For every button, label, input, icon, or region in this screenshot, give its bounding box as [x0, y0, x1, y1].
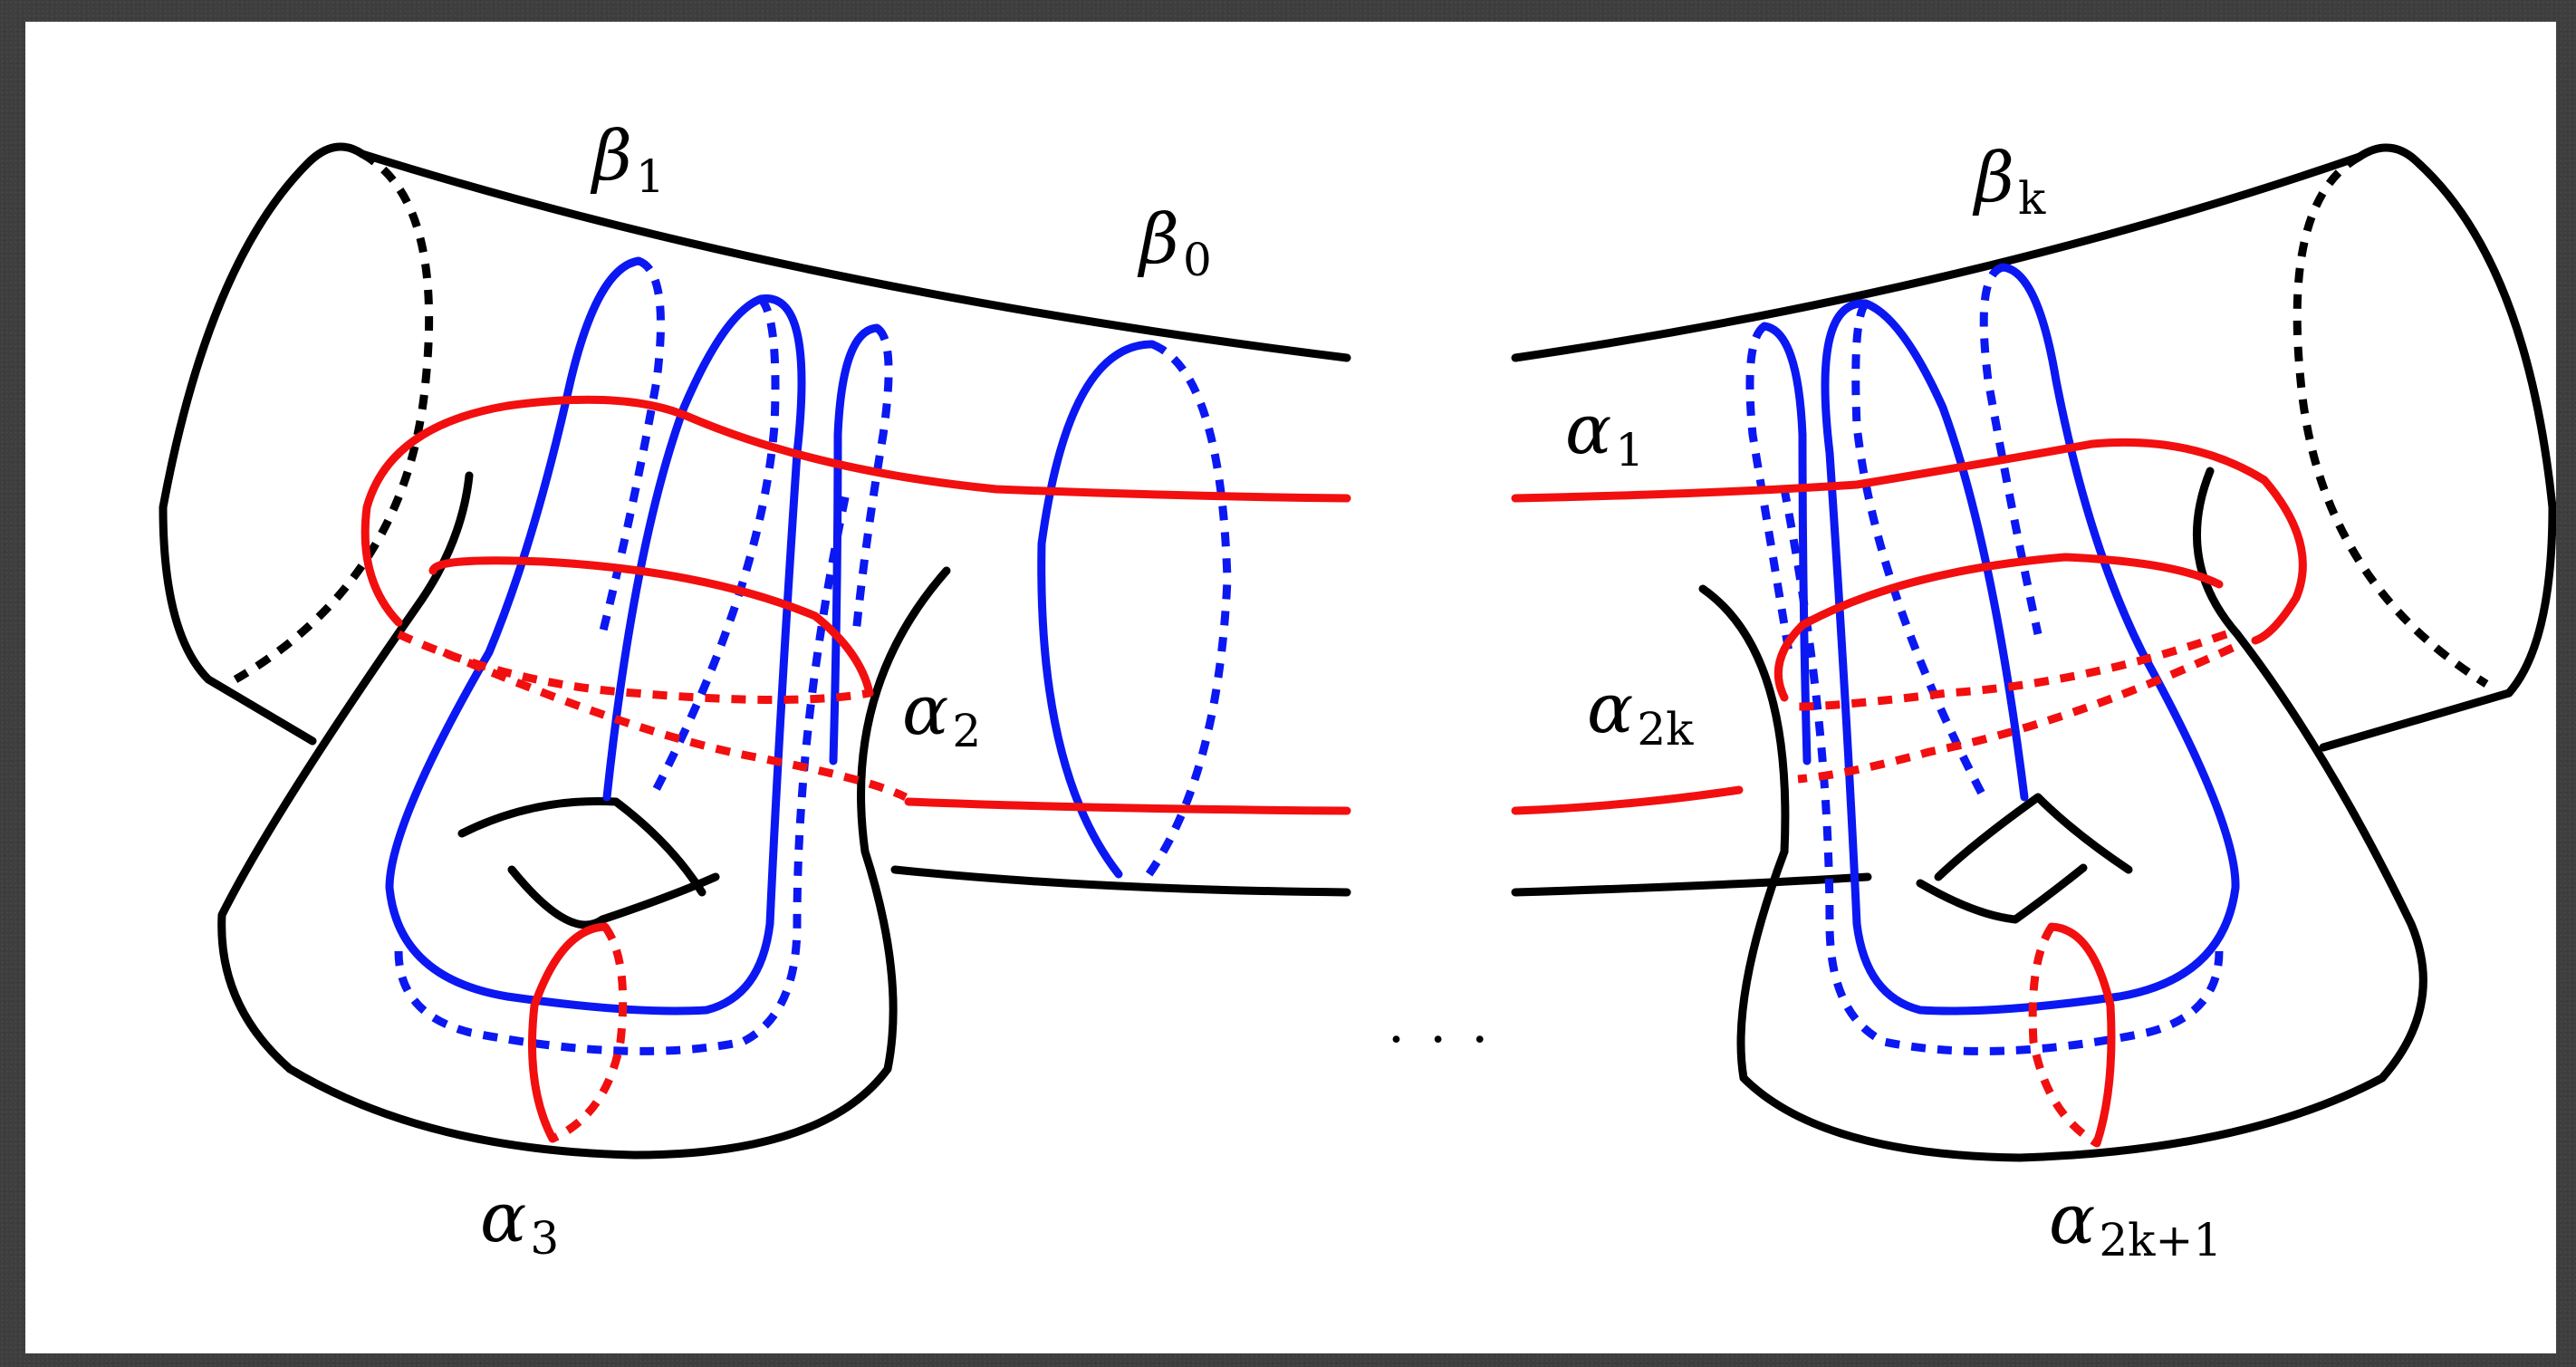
right-end-back-rim — [2292, 153, 2489, 688]
beta-curves — [385, 256, 2240, 1055]
tube-bottom-edge-left — [890, 865, 1351, 897]
label-alpha-3: α3 — [480, 1177, 559, 1265]
alpha-2k-lower — [1511, 785, 1744, 815]
alpha-2-loop-back — [397, 630, 870, 704]
label-beta-0: β0 — [1137, 198, 1212, 286]
beta-1-loop-third — [829, 323, 881, 765]
surface-diagram: β1 β0 βk α1 α2 α2k α3 α2k+1 · · · — [159, 115, 2556, 1266]
tube-top-edge-right — [1511, 152, 2364, 362]
label-beta-1: β1 — [590, 115, 665, 203]
right-hole-lower — [1916, 863, 2088, 924]
beta-1-loop-outer — [385, 256, 806, 1016]
alpha-2k-loop-back — [1797, 630, 2228, 711]
beta-k-loop-outer-back — [1979, 263, 2043, 635]
beta-1-bottom-back — [394, 488, 851, 1055]
beta-k-loop-inner-back — [1851, 300, 1987, 800]
alpha-1-right — [1511, 438, 2307, 645]
left-hole-lower — [507, 865, 720, 929]
label-alpha-2: α2 — [902, 669, 981, 757]
alpha-2k-plus-1-front — [2047, 922, 2116, 1148]
right-hole-upper — [1934, 793, 2133, 881]
tube-top-edge-left — [358, 149, 1351, 362]
alpha-3-front — [528, 922, 610, 1143]
alpha-2-lower-back — [442, 648, 908, 802]
label-alpha-2k-plus-1: α2k+1 — [2049, 1179, 2222, 1266]
alpha-2k-lower-back — [1797, 643, 2235, 784]
alpha-2-loop-front — [428, 556, 874, 698]
alpha-2k-plus-1-back — [2028, 924, 2100, 1147]
alpha-1-left — [360, 395, 1351, 627]
beta-1-loop-third-back — [851, 324, 893, 635]
right-handle-body — [1698, 467, 2427, 1162]
label-alpha-1: α1 — [1565, 389, 1644, 477]
alpha-curves — [360, 395, 2307, 1148]
left-end-outer-rim — [159, 142, 367, 746]
beta-0-back — [1142, 340, 1232, 881]
beta-1-loop-inner-back — [649, 295, 780, 800]
alpha-3-back — [551, 924, 628, 1143]
right-end-outer-rim — [2319, 143, 2556, 752]
labels: β1 β0 βk α1 α2 α2k α3 α2k+1 · · · — [480, 115, 2222, 1266]
label-alpha-2k: α2k — [1587, 668, 1694, 756]
beta-k-bottom-back — [1780, 488, 2224, 1055]
beta-k-loop-third-back — [1745, 322, 1793, 653]
surface-outline — [159, 142, 2556, 1162]
alpha-2k-loop-front — [1773, 553, 2224, 702]
diagram-panel: β1 β0 βk α1 α2 α2k α3 α2k+1 · · · — [25, 22, 2556, 1353]
beta-k-loop-outer — [1821, 263, 2240, 1016]
left-handle-body — [217, 471, 951, 1160]
ellipsis: · · · — [1388, 1008, 1492, 1072]
beta-k-loop-third — [1760, 322, 1812, 765]
left-end-back-rim — [233, 150, 434, 683]
left-hole-upper — [457, 796, 706, 897]
tube-bottom-edge-right — [1511, 872, 1872, 897]
label-beta-k: βk — [1972, 137, 2046, 225]
beta-0-front — [1037, 340, 1157, 879]
alpha-2-lower — [904, 797, 1351, 815]
beta-1-loop-outer-back — [598, 256, 665, 636]
